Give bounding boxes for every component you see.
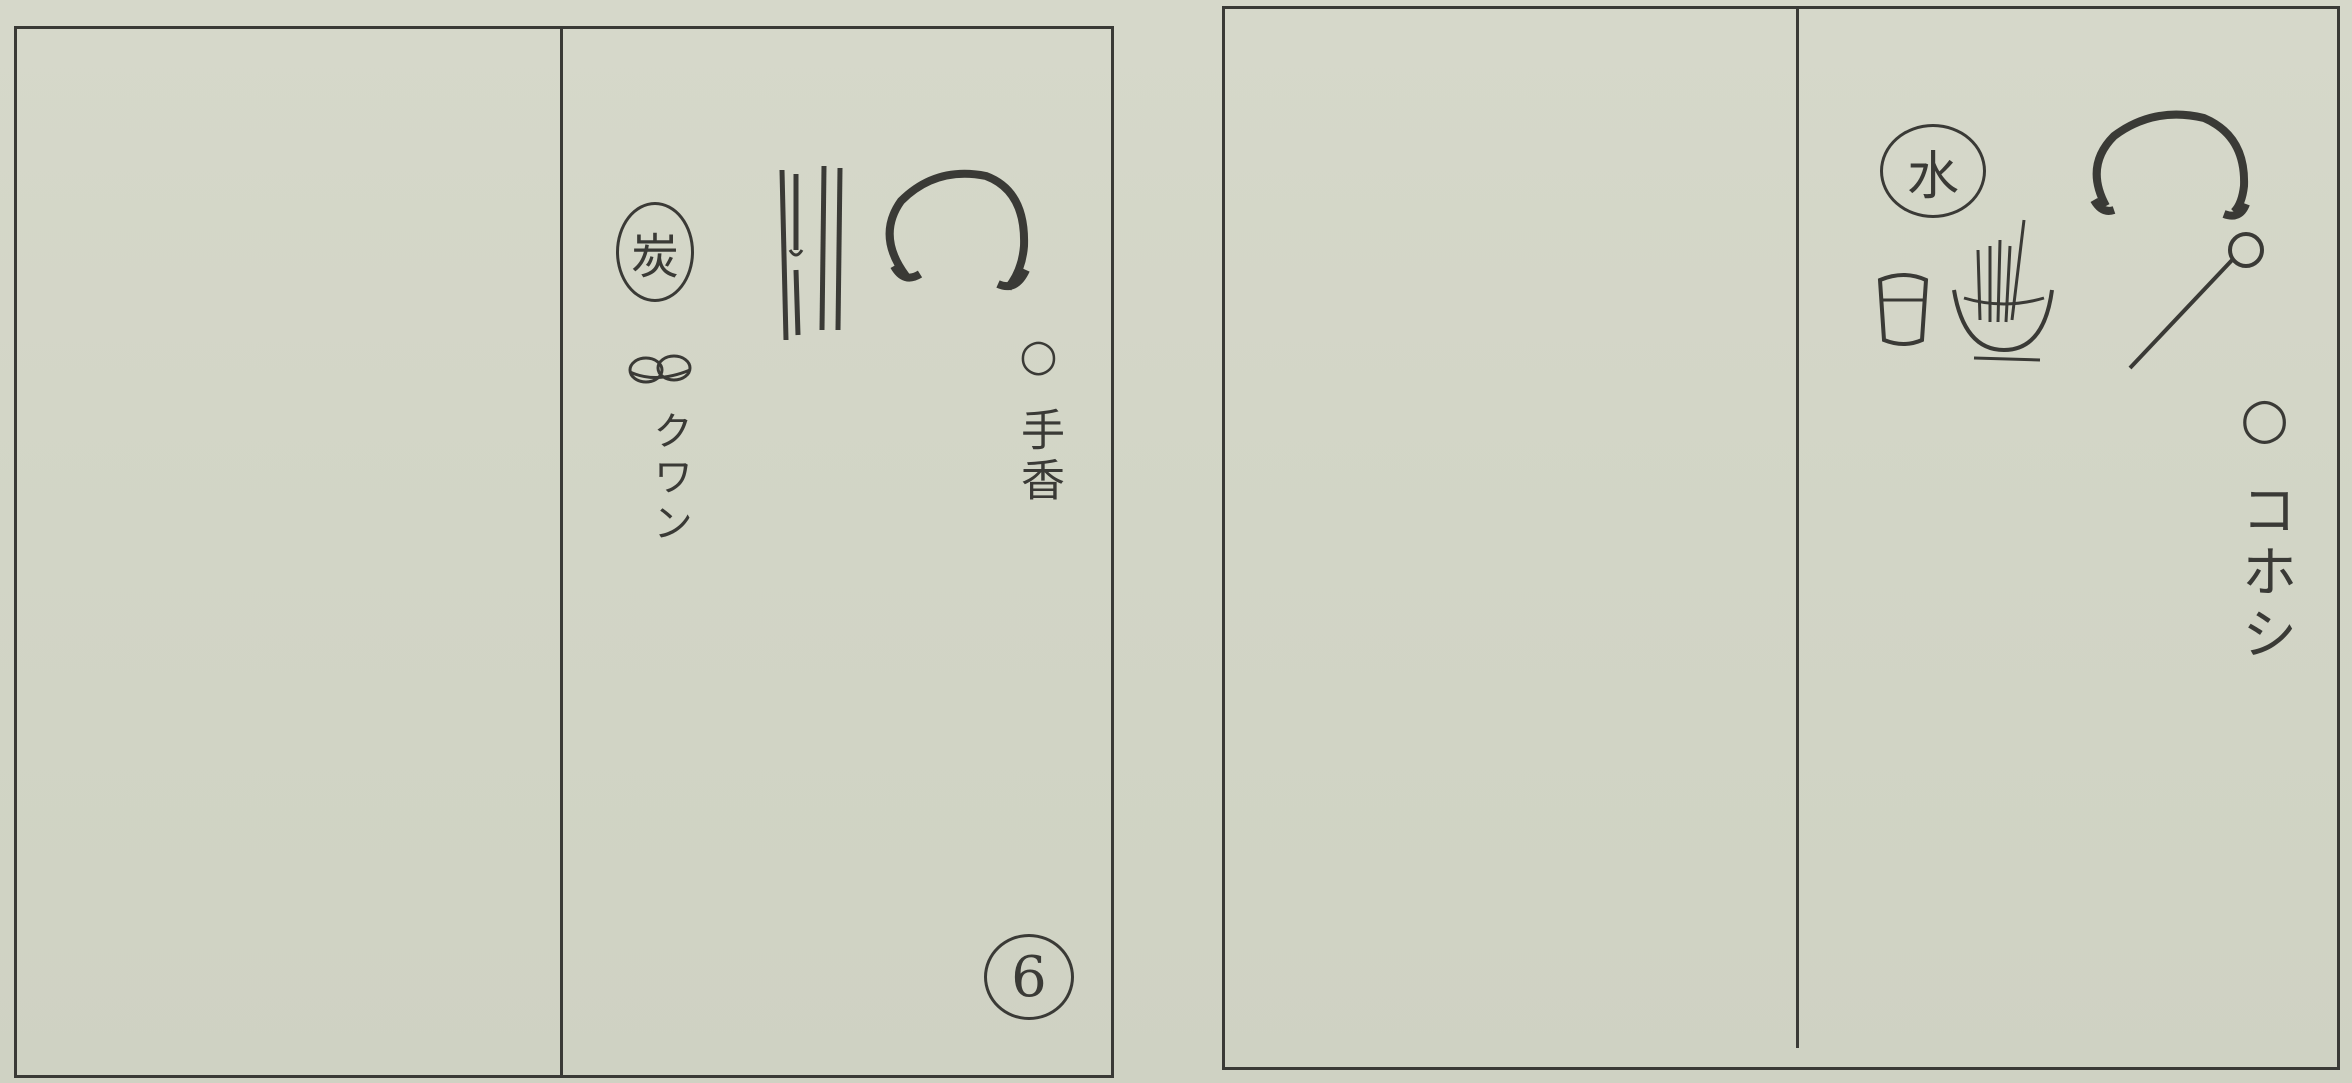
page-number: 6 — [1011, 945, 1047, 1010]
water-seal-icon: 水 — [1880, 124, 1986, 218]
brazier-caption: クワン — [640, 410, 698, 548]
water-seal-label: 水 — [1907, 134, 1959, 209]
ladle-icon — [2126, 228, 2266, 378]
kettle-ring-icon — [876, 166, 1036, 306]
charcoal-seal-label: 炭 — [631, 217, 679, 287]
left-page-divider — [560, 28, 563, 1078]
fire-tongs-caption: ○ 手香 — [1006, 330, 1070, 507]
ladle-caption: ○ コホシ — [2224, 386, 2305, 667]
brazier-icon — [626, 350, 706, 390]
water-cup-icon — [1874, 270, 1934, 350]
charcoal-seal-icon: 炭 — [616, 202, 694, 302]
whisk-bowl-icon — [1944, 210, 2064, 370]
tongs-icon — [770, 160, 860, 350]
right-page-divider — [1796, 8, 1799, 1048]
page-number-badge: 6 — [984, 934, 1074, 1020]
kettle-ring-icon — [2084, 106, 2254, 226]
